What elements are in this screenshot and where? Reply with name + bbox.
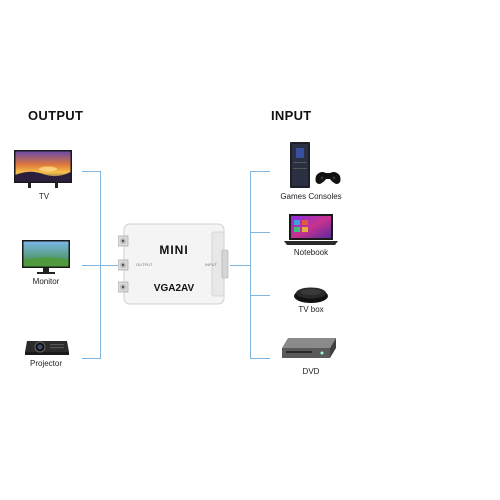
projector-label: Projector	[29, 359, 63, 368]
laptop-icon	[284, 214, 338, 246]
adapter-brand: MINI	[159, 243, 189, 257]
output-bus-to-adapter	[100, 265, 120, 266]
dvd-player-icon	[280, 336, 338, 362]
adapter-side-output: OUTPUT	[136, 262, 153, 267]
adapter-box	[117, 222, 230, 306]
game-console-icon	[286, 142, 342, 190]
input-bus-vertical	[250, 171, 251, 359]
games-consoles-label: Games Consoles	[280, 192, 342, 201]
input-wire-dvd	[250, 358, 270, 359]
adapter-side-input: INPUT	[205, 262, 217, 267]
tv-box-label: TV box	[298, 305, 324, 314]
rca-jacks	[117, 235, 129, 293]
input-wire-tvbox	[250, 295, 270, 296]
output-wire-projector	[82, 358, 100, 359]
input-wire-console	[250, 171, 270, 172]
input-heading: INPUT	[271, 108, 312, 123]
monitor-label: Monitor	[32, 277, 60, 286]
input-wire-notebook	[250, 232, 270, 233]
notebook-label: Notebook	[293, 248, 329, 257]
projector-icon	[24, 337, 70, 357]
output-heading: OUTPUT	[28, 108, 84, 123]
tv-icon	[14, 150, 72, 190]
dvd-label: DVD	[302, 367, 320, 376]
adapter-model: VGA2AV	[153, 283, 195, 294]
output-wire-monitor	[82, 265, 100, 266]
tv-box-icon	[293, 284, 329, 304]
output-wire-tv	[82, 171, 100, 172]
input-bus-to-adapter	[230, 265, 250, 266]
tv-label: TV	[38, 192, 50, 201]
monitor-icon	[22, 240, 70, 276]
